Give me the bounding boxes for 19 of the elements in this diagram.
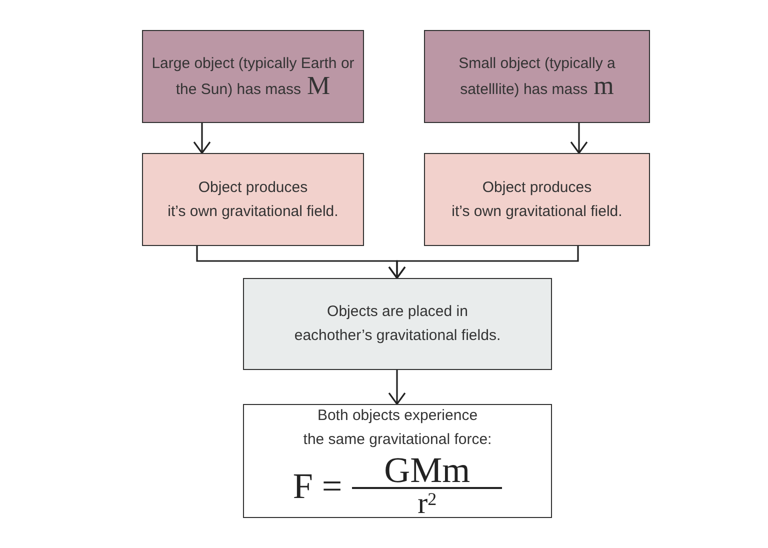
process-box <box>424 153 650 246</box>
process-box <box>243 404 552 518</box>
arrow <box>570 123 588 154</box>
box-text: Object produces it’s own gravitational field. <box>166 178 340 222</box>
box-text: Objects are placed in eachother’s gravitational fields. <box>293 302 502 346</box>
box-text: Large object (typically Earth or the Sun) has mass M <box>150 54 356 102</box>
formula-denominator: r$^{2}$ <box>418 490 437 518</box>
arrow <box>388 246 579 279</box>
box-text: Small object (typically a satelllite) has mass m <box>458 54 616 102</box>
box-text: Both objects experience the same gravitational force: <box>302 406 493 450</box>
formula-numerator: GMm <box>384 454 470 486</box>
arrow <box>388 370 406 405</box>
process-box <box>243 278 552 370</box>
process-box <box>424 30 650 123</box>
process-box <box>142 153 364 246</box>
process-box <box>142 30 364 123</box>
box-text: Object produces it’s own gravitational field. <box>450 178 624 222</box>
arrow <box>193 123 211 154</box>
formula-text: F = <box>292 468 342 504</box>
